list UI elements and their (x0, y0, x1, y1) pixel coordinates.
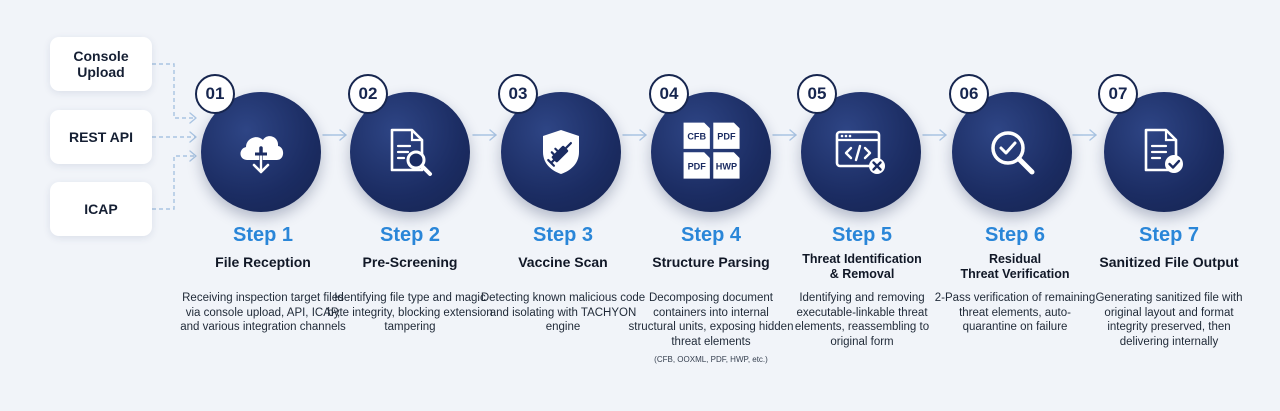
step-description: 2-Pass verification of remaining threat … (934, 292, 1096, 333)
file-formats-icon: CFB PDF PDF HWP (683, 122, 740, 179)
arrow-6-7 (1072, 129, 1097, 141)
connector-icap (152, 155, 196, 210)
step-label: Step 3 (532, 224, 594, 246)
magnifier-check-icon (991, 131, 1035, 175)
step-2: 02 Step 2 Pre-Screening Identifying file… (327, 0, 493, 411)
connector-console (152, 63, 196, 119)
step-number-badge: 01 (195, 74, 235, 114)
source-rest-api: REST API (50, 110, 152, 164)
step-number-badge: 04 (649, 74, 689, 114)
arrow-2-3 (472, 129, 497, 141)
step-description: Decomposing document containers into int… (628, 292, 794, 348)
format-label: PDF (688, 161, 707, 171)
format-label: PDF (717, 132, 736, 142)
arrow-3-4 (622, 129, 647, 141)
step-label: Step 4 (680, 224, 742, 246)
shield-syringe-icon (543, 130, 579, 174)
step-note: (CFB, OOXML, PDF, HWP, etc.) (654, 355, 768, 364)
step-title: Pre-Screening (362, 254, 458, 270)
arrowhead (189, 131, 197, 143)
arrowhead (189, 150, 197, 162)
step-label: Step 5 (831, 224, 893, 246)
arrow-4-5 (772, 129, 797, 141)
step-1: 01 Step 1 File Reception Receiving inspe… (180, 0, 346, 411)
step-label: Step 7 (1138, 224, 1200, 246)
arrow-1-2 (322, 129, 347, 141)
step-label: Step 1 (232, 224, 294, 246)
source-icap: ICAP (50, 182, 152, 236)
step-title: Structure Parsing (652, 254, 770, 270)
source-console-upload: Console Upload (50, 37, 152, 91)
step-number-badge: 05 (797, 74, 837, 114)
step-3: 03 Step 3 Vaccine Scan Detecting known m… (481, 0, 645, 411)
step-5: 05 Step 5 Threat Identification & Remova… (787, 0, 937, 411)
step-description: Detecting known malicious code and isola… (480, 292, 646, 333)
step-circle (1104, 92, 1224, 212)
step-number-badge: 07 (1098, 74, 1138, 114)
arrowhead (189, 112, 197, 124)
step-title: File Reception (215, 254, 311, 270)
document-magnifier-icon (390, 128, 432, 176)
step-number-badge: 02 (348, 74, 388, 114)
step-number-badge: 03 (498, 74, 538, 114)
step-description: Receiving inspection target files via co… (180, 292, 346, 333)
step-description: Identifying and removing executable-link… (794, 292, 930, 348)
step-title: Threat Identification & Removal (802, 252, 922, 281)
step-title: Sanitized File Output (1099, 254, 1239, 270)
step-description: Generating sanitized file with original … (1095, 292, 1243, 348)
step-title: Vaccine Scan (518, 254, 608, 270)
document-check-icon (1144, 128, 1183, 173)
step-label: Step 2 (379, 224, 441, 246)
format-label: HWP (716, 161, 737, 171)
step-title: Residual Threat Verification (960, 252, 1070, 281)
step-4: CFB PDF PDF HWP 04 Step 4 Structure Pars… (629, 0, 793, 411)
cloud-download-icon (240, 136, 284, 174)
step-label: Step 6 (984, 224, 1046, 246)
format-label: CFB (687, 132, 706, 142)
code-window-remove-icon (835, 130, 885, 174)
step-7: 07 Step 7 Sanitized File Output Generati… (1094, 0, 1244, 411)
step-description: Identifying file type and magic byte int… (327, 292, 493, 333)
step-number-badge: 06 (949, 74, 989, 114)
arrow-5-6 (922, 129, 947, 141)
step-6: 06 Step 6 Residual Threat Verification 2… (935, 0, 1095, 411)
